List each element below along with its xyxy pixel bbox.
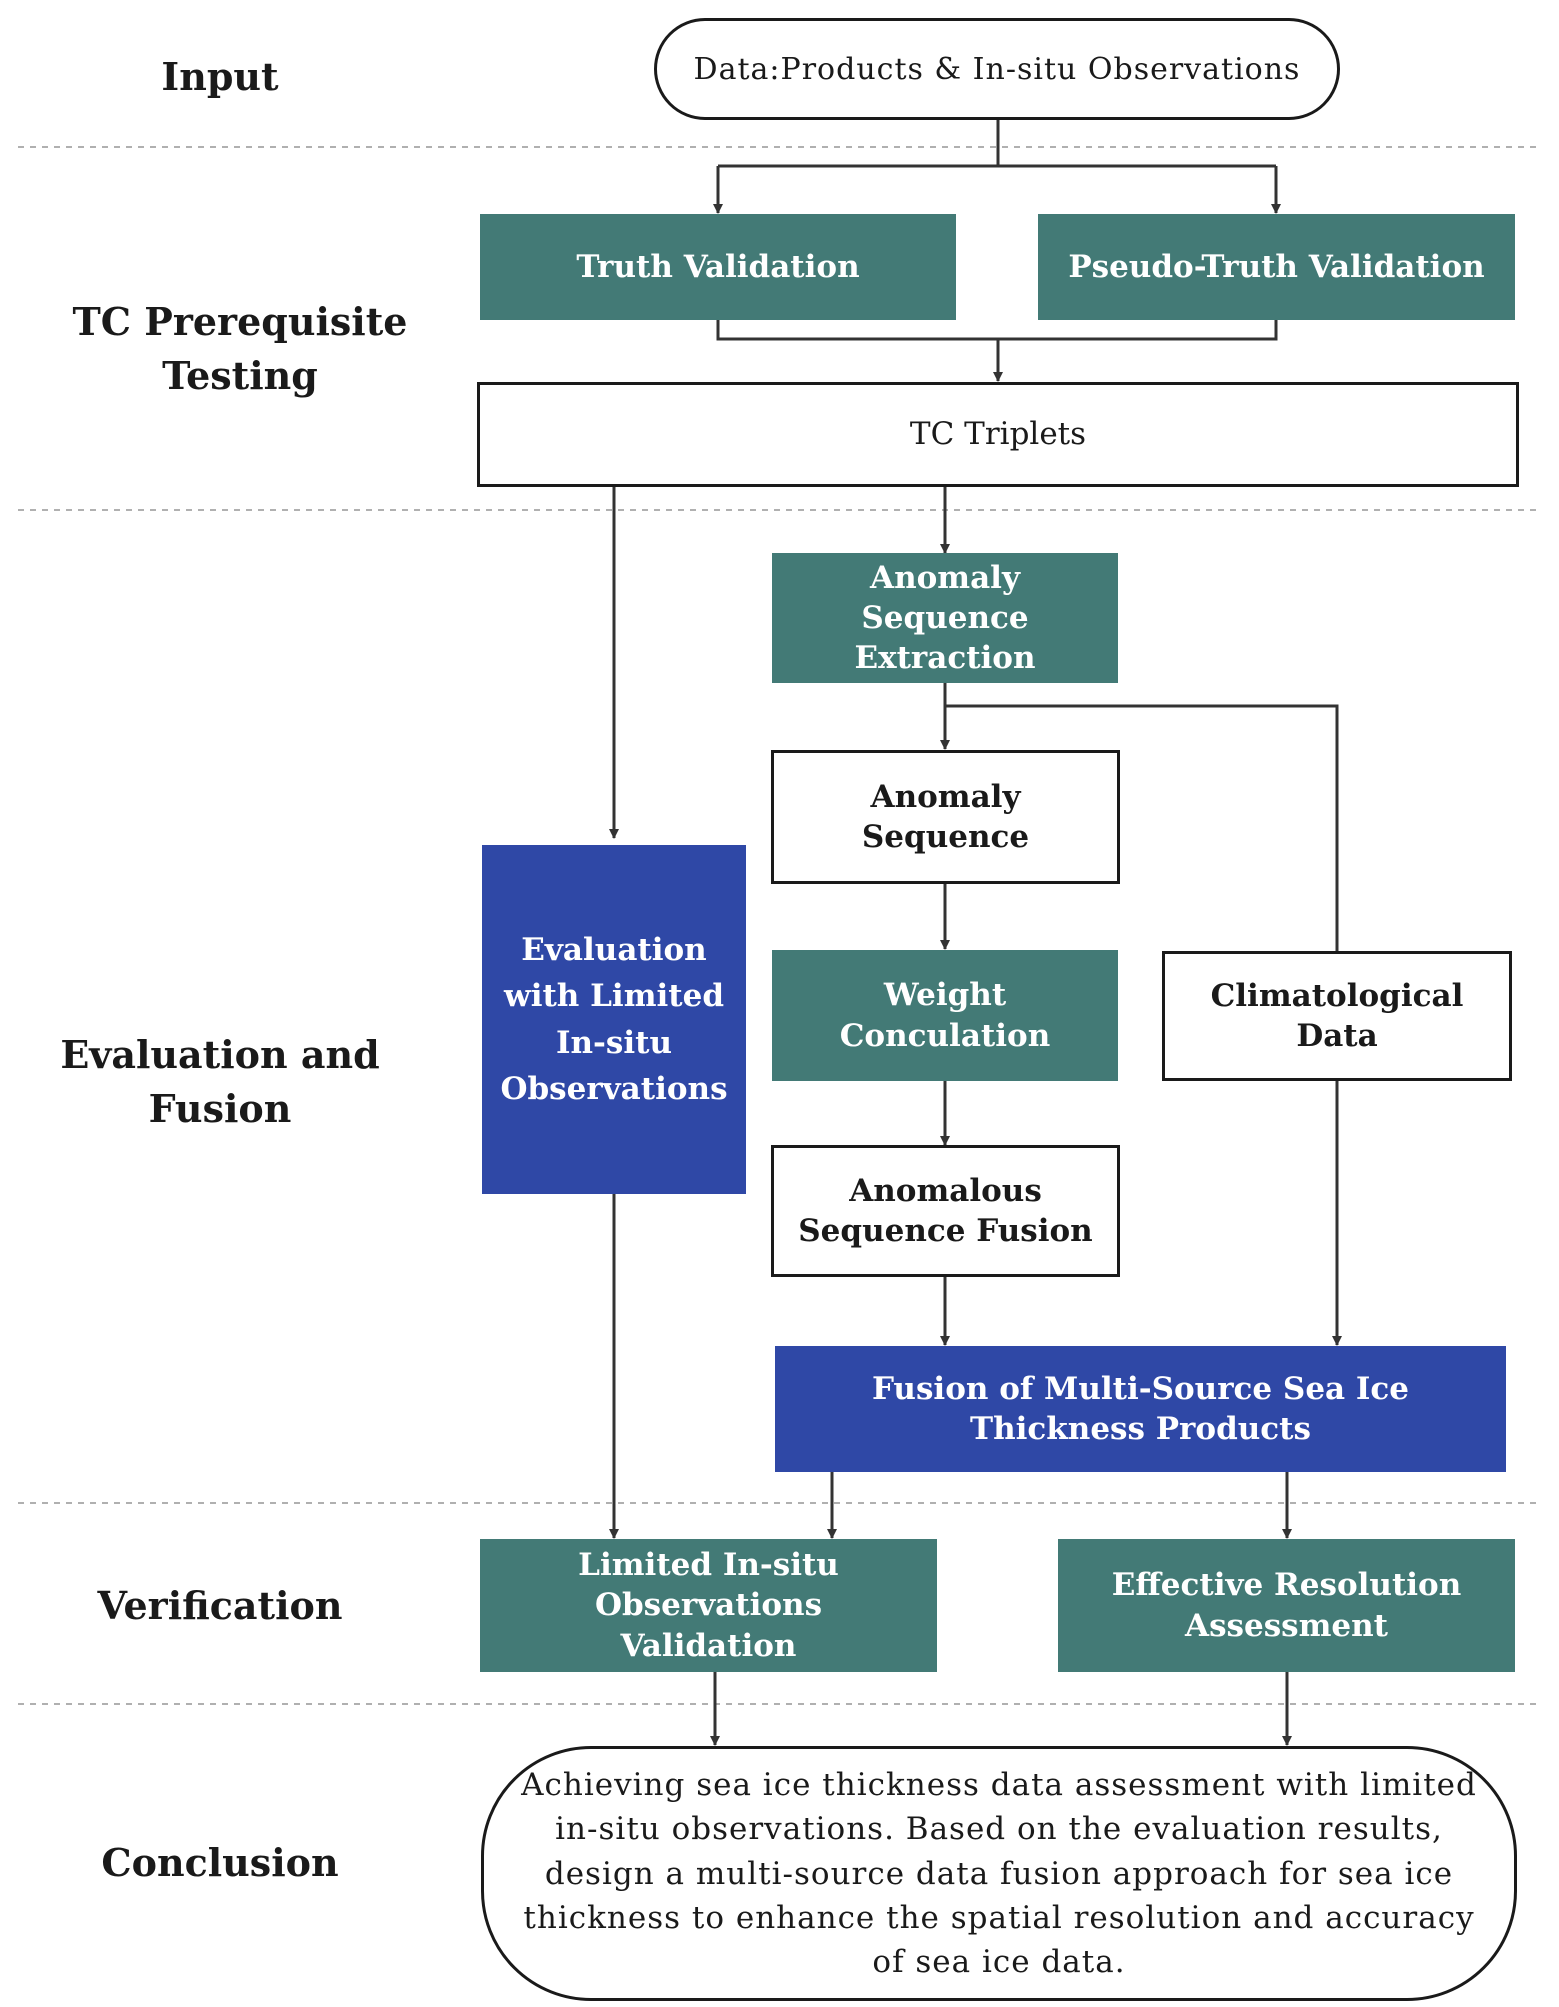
- node-limited-in-situ-validation: Limited In-situ Observations Validation: [480, 1539, 937, 1672]
- node-truth-validation: Truth Validation: [480, 214, 956, 320]
- connector-extraction-to-climatological: [945, 704, 1339, 951]
- node-anomaly-sequence-extraction: Anomaly Sequence Extraction: [772, 553, 1118, 683]
- stage-dividers: [18, 146, 1540, 1705]
- node-data-input: Data:Products & In-situ Observations: [654, 18, 1340, 120]
- stage-label-evaluation-line2: Fusion: [148, 1086, 292, 1131]
- node-effective-resolution-assessment: Effective Resolution Assessment: [1058, 1539, 1515, 1672]
- connector-validation-merge: [716, 320, 1278, 341]
- node-conclusion-summary: Achieving sea ice thickness data assessm…: [481, 1746, 1517, 2001]
- node-climatological-data: Climatological Data: [1162, 951, 1512, 1081]
- node-anomaly-sequence: Anomaly Sequence: [771, 750, 1120, 884]
- stage-label-evaluation-line1: Evaluation and: [60, 1032, 380, 1077]
- stage-label-input: Input: [161, 54, 279, 99]
- node-evaluation-limited-in-situ: Evaluation with Limited In-situ Observat…: [482, 845, 746, 1194]
- node-pseudo-truth-validation: Pseudo-Truth Validation: [1038, 214, 1515, 320]
- node-tc-triplets: TC Triplets: [477, 382, 1519, 487]
- stage-label-evaluation: Evaluation and Fusion: [0, 1028, 440, 1136]
- stage-label-tc-prerequisite: TC Prerequisite Testing: [20, 295, 460, 403]
- stage-label-verification: Verification: [97, 1583, 343, 1628]
- stage-label-tc-line1: TC Prerequisite: [72, 299, 408, 344]
- stage-label-conclusion: Conclusion: [101, 1840, 339, 1885]
- stage-label-tc-line2: Testing: [162, 353, 318, 398]
- node-fusion-multi-source: Fusion of Multi-Source Sea Ice Thickness…: [775, 1346, 1506, 1472]
- node-weight-conculation: Weight Conculation: [772, 950, 1118, 1081]
- node-anomalous-sequence-fusion: Anomalous Sequence Fusion: [771, 1145, 1120, 1277]
